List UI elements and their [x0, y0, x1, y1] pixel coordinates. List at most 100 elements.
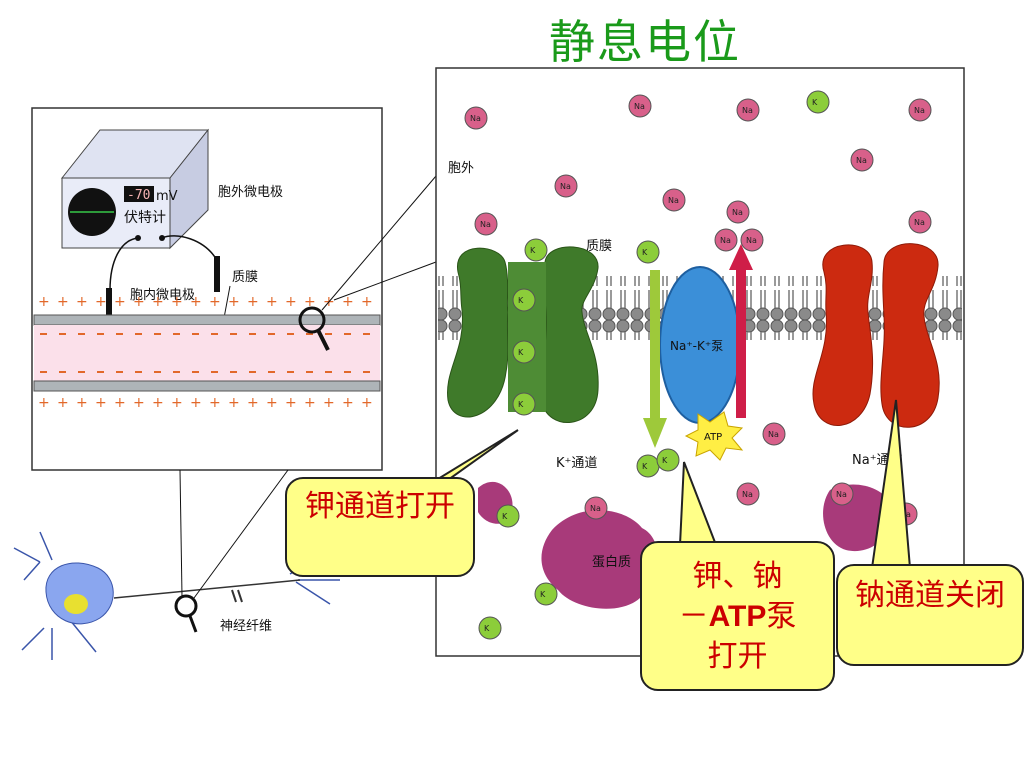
positive-charge: + [285, 395, 297, 411]
pump-label: Na⁺-K⁺泵 [670, 339, 723, 353]
membrane-label-right: 质膜 [586, 239, 612, 254]
positive-charge: + [57, 395, 69, 411]
pump-line-1: 钾、钠 [692, 559, 783, 594]
membrane-label-left: 质膜 [232, 270, 258, 285]
na-ion: Na [714, 228, 738, 252]
na-ion: Na [908, 210, 932, 234]
voltmeter: -70 mV 伏特计 [60, 128, 210, 250]
positive-charge: + [57, 294, 69, 310]
positive-charge: + [209, 395, 221, 411]
positive-charge: + [152, 294, 164, 310]
svg-text:Na: Na [720, 236, 731, 245]
inner-electrode-label: 胞内微电极 [130, 287, 195, 303]
na-ion: Na [554, 174, 578, 198]
positive-charge: + [38, 294, 50, 310]
positive-charge: + [133, 294, 145, 310]
svg-text:Na: Na [768, 430, 779, 439]
k-ion: K [512, 392, 536, 416]
k-ion: K [512, 288, 536, 312]
svg-text:Na: Na [634, 102, 645, 111]
positive-charge: + [304, 395, 316, 411]
svg-text:Na: Na [590, 504, 601, 513]
svg-text:Na: Na [856, 156, 867, 165]
pump-atp-prefix: － [678, 599, 709, 634]
na-k-pump: Na⁺-K⁺泵 ATP [643, 244, 753, 461]
na-ion: Na [584, 496, 608, 520]
k-channel-label: K⁺通道 [556, 456, 597, 471]
na-ion: Na [464, 106, 488, 130]
na-channel-closed-text: 钠通道关闭 [855, 578, 1005, 613]
pump-callout: 钾、钠 －ATP泵 打开 [640, 541, 835, 691]
positive-charge: + [361, 395, 373, 411]
positive-charge: + [76, 294, 88, 310]
na-ion: Na [740, 228, 764, 252]
na-channel-callout: 钠通道关闭 [836, 564, 1024, 666]
svg-text:Na: Na [746, 236, 757, 245]
pump-line-3: 打开 [707, 639, 768, 674]
positive-charge: + [95, 294, 107, 310]
svg-text:K: K [530, 246, 536, 255]
na-ion: Na [474, 212, 498, 236]
positive-charge: + [190, 395, 202, 411]
k-ion: K [496, 504, 520, 528]
positive-charge: + [304, 294, 316, 310]
neuron-body [45, 562, 114, 625]
k-ion: K [478, 616, 502, 640]
positive-charge: + [285, 294, 297, 310]
na-ion: Na [830, 482, 854, 506]
svg-text:K: K [518, 296, 524, 305]
pump-atp-text: ATP [708, 600, 767, 633]
positive-charge: + [247, 294, 259, 310]
nerve-fiber-label: 神经纤维 [220, 619, 272, 634]
positive-charge: + [266, 395, 278, 411]
svg-text:-70: -70 [127, 188, 150, 203]
na-ion: Na [736, 98, 760, 122]
svg-text:Na: Na [732, 208, 743, 217]
pump-line-2: －ATP泵 [642, 597, 833, 637]
k-channel-callout: 钾通道打开 [285, 477, 475, 577]
positive-charge: + [342, 294, 354, 310]
na-ion: Na [736, 482, 760, 506]
magnifier-icon [298, 306, 326, 334]
svg-text:Na: Na [668, 196, 679, 205]
outer-electrode-label: 胞外微电极 [218, 185, 283, 200]
k-ion: K [636, 454, 660, 478]
svg-text:Na: Na [836, 490, 847, 499]
svg-text:K: K [642, 462, 648, 471]
meter-unit-label: mV [156, 189, 178, 204]
svg-text:Na: Na [470, 114, 481, 123]
svg-text:Na: Na [742, 106, 753, 115]
svg-text:K: K [518, 400, 524, 409]
svg-text:Na: Na [742, 490, 753, 499]
svg-text:K: K [518, 348, 524, 357]
positive-charge: + [76, 395, 88, 411]
na-ion: Na [762, 422, 786, 446]
positive-charge: + [152, 395, 164, 411]
positive-charge: + [114, 395, 126, 411]
svg-text:K: K [540, 590, 546, 599]
svg-text:Na: Na [914, 106, 925, 115]
svg-text:K: K [812, 98, 818, 107]
positive-charge: + [228, 294, 240, 310]
positive-charge: + [171, 294, 183, 310]
positive-charge: + [209, 294, 221, 310]
k-channel-open-text: 钾通道打开 [305, 489, 455, 524]
svg-text:K: K [662, 456, 668, 465]
na-ion: Na [908, 98, 932, 122]
k-channel [447, 246, 599, 424]
positive-charge: + [247, 395, 259, 411]
positive-charge: + [171, 395, 183, 411]
protein-label: 蛋白质 [592, 554, 631, 570]
svg-text:Na: Na [480, 220, 491, 229]
k-ion: K [534, 582, 558, 606]
extracellular-label: 胞外 [448, 161, 474, 176]
positive-charge: + [190, 294, 202, 310]
k-ion: K [524, 238, 548, 262]
na-ion: Na [726, 200, 750, 224]
magnifier-icon [174, 594, 198, 618]
na-ion: Na [850, 148, 874, 172]
nerve-fiber [113, 579, 301, 599]
positive-charge: + [228, 395, 240, 411]
positive-charge: + [133, 395, 145, 411]
protein-blob [541, 510, 658, 609]
